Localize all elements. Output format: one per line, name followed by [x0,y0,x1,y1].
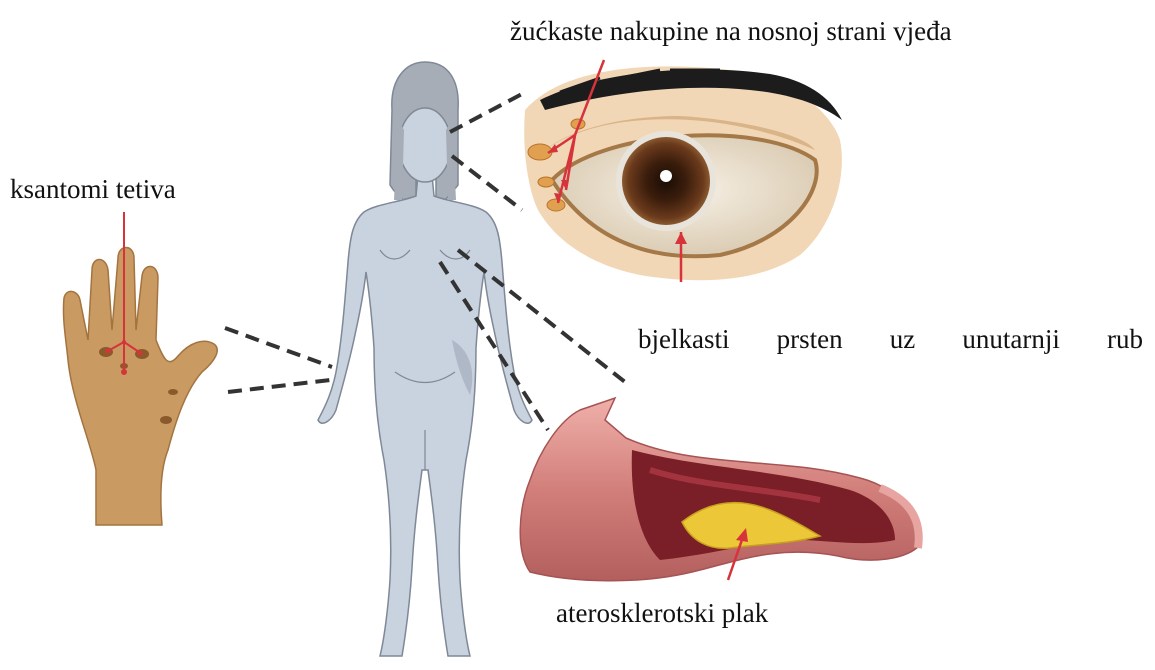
label-arcus-word: bjelkasti [638,326,729,353]
connector-artery-top [458,250,625,382]
head-shape [399,108,451,182]
label-arcus-word: prsten [777,326,843,353]
connector-hand-bottom [228,380,330,392]
label-arcus-word: unutarnji [962,326,1059,353]
hand-shape [63,248,217,526]
human-figure-icon [318,62,532,656]
body-silhouette [318,175,532,656]
label-arcus-word: uz [890,326,915,353]
hand-illustration [63,212,217,525]
pupil-highlight [660,170,672,182]
label-eyelid-deposits: žućkaste nakupine na nosnoj strani vjeđa [510,18,952,45]
label-arcus-word: rub [1107,326,1143,353]
label-plaque: aterosklerotski plak [556,600,768,627]
eye-illustration [524,60,842,282]
connector-eye-top [450,94,522,132]
artery-illustration [520,398,920,581]
connector-hand-top [225,328,332,367]
label-tendon-xanthomas: ksantomi tetiva [10,176,176,203]
connector-eye-bottom [452,156,522,210]
label-arcus-ring: bjelkasti prsten uz unutarnji rub [638,326,1143,353]
